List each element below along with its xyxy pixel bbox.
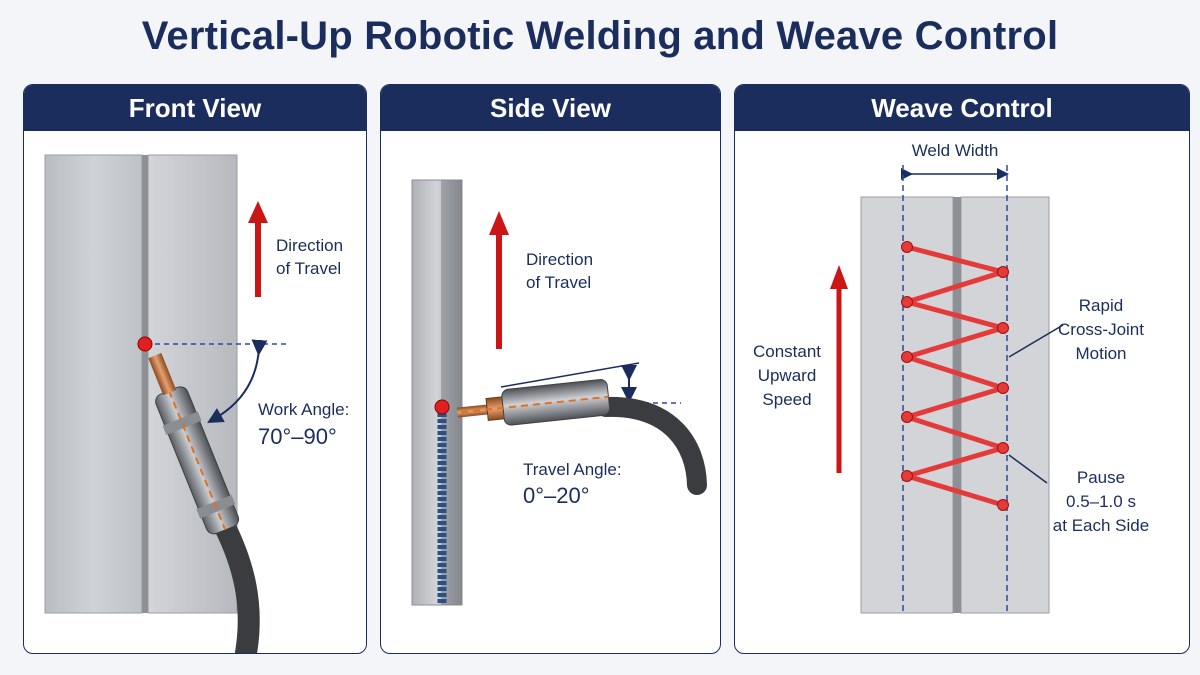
right-plate (960, 196, 1050, 614)
left-plate (44, 154, 143, 614)
motion-label-line2: Cross-Joint (1058, 320, 1144, 339)
pause-point (901, 470, 913, 482)
speed-label-line2: Upward (758, 366, 817, 385)
pause-callout-line (1008, 454, 1048, 484)
weld-width-label: Weld Width (912, 141, 999, 160)
pause-point (901, 411, 913, 423)
front-view-illustration: Direction of Travel Work Angle: 70°–90° (44, 154, 349, 653)
front-view-heading: Front View (24, 85, 366, 131)
direction-label-line1: Direction (526, 250, 593, 269)
pause-point (901, 241, 913, 253)
pause-points (901, 241, 1009, 511)
weave-path (904, 244, 1006, 508)
side-view-heading: Side View (381, 85, 720, 131)
weave-control-illustration: Weld Width Constant Upward Speed (753, 141, 1149, 614)
motion-callout-line (1008, 324, 1064, 358)
motion-label-line3: Motion (1075, 344, 1126, 363)
side-view-panel: Side View Direction of Travel (380, 84, 721, 654)
front-view-panel: Front View Direction of Trave (23, 84, 367, 654)
pause-point (997, 266, 1009, 278)
direction-label-line2: of Travel (526, 273, 591, 292)
direction-label-line1: Direction (276, 236, 343, 255)
direction-arrowhead (489, 211, 509, 235)
pause-point (997, 322, 1009, 334)
travel-angle-label: Travel Angle: (523, 460, 622, 479)
pause-point (997, 442, 1009, 454)
pause-point (901, 351, 913, 363)
pause-label-line2: 0.5–1.0 s (1066, 492, 1136, 511)
welding-torch (456, 379, 611, 426)
torch-cable (213, 514, 260, 653)
pause-label-line3: at Each Side (1053, 516, 1149, 535)
joint-gap (142, 155, 148, 613)
side-view-illustration: Direction of Travel Travel Angle: 0°–20° (411, 179, 707, 606)
travel-angle-value: 0°–20° (523, 483, 590, 508)
weld-point (434, 399, 450, 415)
pause-label-line1: Pause (1077, 468, 1125, 487)
weld-point (137, 336, 153, 352)
pause-point (997, 499, 1009, 511)
work-angle-arc (207, 339, 268, 423)
speed-label-line1: Constant (753, 342, 821, 361)
pause-point (901, 296, 913, 308)
joint-gap (953, 197, 961, 613)
torch-cable (596, 396, 707, 495)
pause-point (997, 382, 1009, 394)
upward-speed-arrowhead (830, 265, 848, 289)
welding-torch (148, 352, 240, 535)
work-angle-label: Work Angle: (258, 400, 349, 419)
speed-label-line3: Speed (762, 390, 811, 409)
work-angle-value: 70°–90° (258, 424, 337, 449)
motion-label-line1: Rapid (1079, 296, 1123, 315)
page-title: Vertical-Up Robotic Welding and Weave Co… (141, 14, 1059, 58)
weave-control-heading: Weave Control (735, 85, 1189, 131)
weave-control-panel: Weave Control Weld Width Constant Upward… (734, 84, 1190, 654)
direction-label-line2: of Travel (276, 259, 341, 278)
left-plate (860, 196, 954, 614)
torch-axis-line (500, 362, 640, 388)
direction-arrowhead (248, 201, 268, 223)
